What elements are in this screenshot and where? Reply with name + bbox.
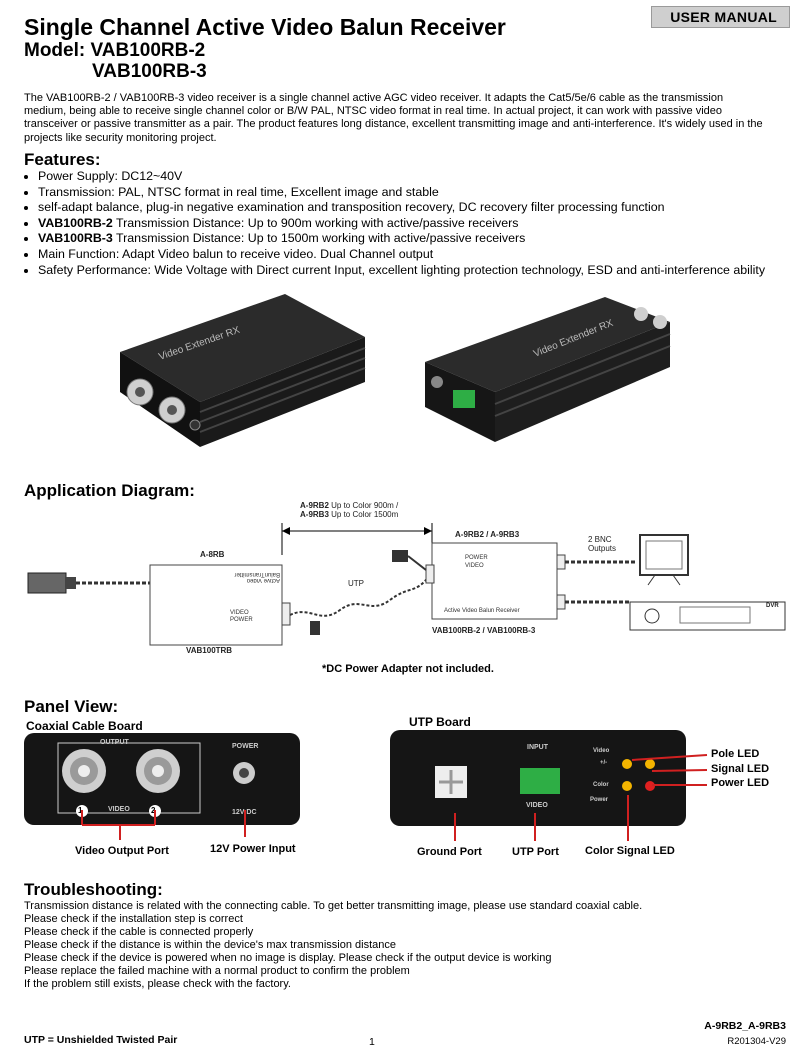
feature-item: Safety Performance: Wide Voltage with Di… — [38, 263, 798, 279]
troubleshooting-line: Please check if the distance is within t… — [24, 939, 396, 951]
pole-led-label: +/- — [600, 760, 608, 766]
utp-board: INPUT VIDEO Video +/- Color Power — [390, 730, 686, 826]
color-led-label: Color — [593, 782, 609, 788]
channel-2-label: 2 — [151, 806, 156, 815]
feature-item: Power Supply: DC12~40V — [38, 169, 798, 185]
feature-item: VAB100RB-2 Transmission Distance: Up to … — [38, 216, 798, 232]
troubleshooting-line: Transmission distance is related with th… — [24, 900, 643, 912]
adapter-note: *DC Power Adapter not included. — [322, 663, 494, 675]
transmitter-model: VAB100TRB — [186, 646, 233, 655]
channel-1-label: 1 — [78, 806, 83, 815]
feature-item: Main Function: Adapt Video balun to rece… — [38, 247, 798, 263]
power-led-label: Power — [590, 797, 609, 803]
feature-item: self-adapt balance, plug-in negative exa… — [38, 200, 798, 216]
callout-power-input: 12V Power Input — [210, 843, 296, 855]
product-photo-left: Video Extender RX — [120, 294, 366, 447]
transmitter-tag: A-8RB — [200, 550, 225, 559]
input-label: INPUT — [527, 744, 548, 751]
troubleshooting-list: Transmission distance is related with th… — [24, 900, 784, 991]
output-label: OUTPUT — [100, 739, 129, 746]
video-led-label: Video — [593, 748, 610, 754]
troubleshooting-heading: Troubleshooting: — [24, 880, 163, 899]
troubleshooting-line: Please check if the device is powered wh… — [24, 952, 552, 964]
model-line-1: Model: VAB100RB-2 — [24, 40, 206, 61]
receiver-face: Active Video Balun Receiver — [444, 608, 520, 614]
coax-board: OUTPUT POWER 1 2 VIDEO 12V DC — [24, 733, 300, 825]
footer-utp-definition: UTP = Unshielded Twisted Pair — [24, 1034, 178, 1046]
footer-code: A-9RB2_A-9RB3 — [704, 1020, 786, 1032]
utp-board-title: UTP Board — [409, 715, 471, 729]
page-title: Single Channel Active Video Balun Receiv… — [24, 14, 506, 40]
utp-video-label: VIDEO — [526, 802, 548, 809]
transmitter-power: POWER — [230, 617, 253, 623]
product-photo-right: Video Extender RX — [425, 297, 671, 442]
callout-utp-port: UTP Port — [512, 846, 559, 858]
panel-heading: Panel View: — [24, 697, 119, 716]
dvr-label: DVR — [766, 603, 779, 609]
troubleshooting-line: Please check if the installation step is… — [24, 913, 243, 925]
intro-paragraph: The VAB100RB-2 / VAB100RB-3 video receiv… — [24, 92, 763, 144]
feature-item: Transmission: PAL, NTSC format in real t… — [38, 185, 798, 201]
features-heading: Features: — [24, 150, 101, 169]
features-list: Power Supply: DC12~40V Transmission: PAL… — [24, 169, 798, 278]
troubleshooting-line: If the problem still exists, please chec… — [24, 978, 291, 990]
footer-version: R201304-V29 — [727, 1036, 786, 1047]
power-label: POWER — [232, 743, 259, 750]
callout-pole-led: Pole LED — [711, 748, 760, 760]
transmitter-face: Active Video BalunTransmitter — [234, 571, 280, 583]
model-line-2: VAB100RB-3 — [92, 61, 207, 82]
utp-label: UTP — [348, 579, 364, 588]
user-manual-badge: USER MANUAL — [651, 6, 790, 28]
coax-board-title: Coaxial Cable Board — [26, 719, 143, 733]
page-number: 1 — [369, 1036, 375, 1048]
troubleshooting-line: Please replace the failed machine with a… — [24, 965, 410, 977]
application-diagram: A-9RB2 Up to Color 900m / A-9RB3 Up to C… — [0, 495, 808, 685]
receiver-tag: A-9RB2 / A-9RB3 — [455, 530, 520, 539]
receiver-model: VAB100RB-2 / VAB100RB-3 — [432, 626, 536, 635]
distance-label: A-9RB2 Up to Color 900m / A-9RB3 Up to C… — [300, 501, 399, 519]
callout-color-led: Color Signal LED — [585, 845, 675, 857]
callout-video-output: Video Output Port — [75, 845, 169, 857]
callout-signal-led: Signal LED — [711, 763, 770, 775]
callout-power-led: Power LED — [711, 777, 770, 789]
receiver-power: POWER — [465, 555, 488, 561]
transmitter-video: VIDEO — [230, 610, 249, 616]
application-heading: Application Diagram: — [24, 481, 195, 500]
feature-item: VAB100RB-3 Transmission Distance: Up to … — [38, 231, 798, 247]
callout-lines — [81, 754, 708, 841]
troubleshooting-line: Please check if the cable is connected p… — [24, 926, 254, 938]
video-label: VIDEO — [108, 806, 130, 813]
receiver-video: VIDEO — [465, 563, 484, 569]
bnc-outputs-label: 2 BNC Outputs — [588, 535, 617, 553]
callout-ground-port: Ground Port — [417, 846, 482, 858]
